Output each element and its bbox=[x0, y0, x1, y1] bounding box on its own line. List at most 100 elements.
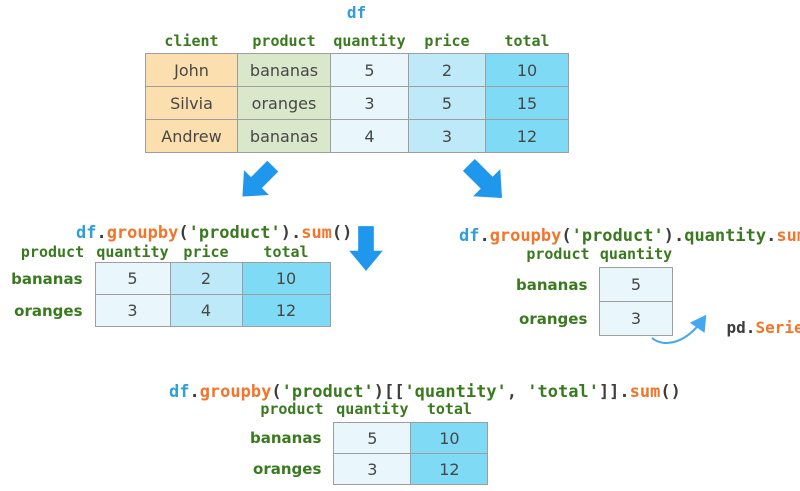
column-header-price: price bbox=[424, 31, 470, 50]
code-groupby-sum: df.groupby('product').sum() bbox=[35, 202, 352, 265]
code-token: () bbox=[331, 223, 353, 243]
code-token: sum bbox=[301, 223, 332, 243]
cell-total: 12 bbox=[241, 294, 331, 327]
code-token: groupby bbox=[106, 223, 179, 243]
cell-price: 2 bbox=[408, 53, 486, 87]
table-row: bananas 5 bbox=[516, 267, 673, 302]
cell-price: 3 bbox=[408, 119, 486, 153]
code-token: groupby bbox=[489, 226, 562, 246]
column-header-total: total bbox=[263, 242, 309, 261]
cell-quantity: 3 bbox=[94, 294, 171, 327]
df-table-title: df bbox=[346, 3, 367, 22]
table-row: bananas 5 2 10 bbox=[10, 262, 331, 295]
groupby-subset-table: product quantity total bananas 5 10 oran… bbox=[250, 395, 489, 485]
code-token: 'product' bbox=[281, 382, 374, 402]
column-header-product: product bbox=[20, 242, 85, 261]
code-token: ). bbox=[663, 226, 685, 246]
table-row: oranges 3 12 bbox=[250, 453, 489, 485]
column-header-product: product bbox=[526, 245, 590, 264]
table-row: John bananas 5 2 10 bbox=[145, 53, 569, 87]
column-header-product: product bbox=[260, 399, 324, 418]
cell-client: John bbox=[145, 53, 238, 87]
row-label: bananas bbox=[516, 275, 588, 294]
header-row: client product quantity price total bbox=[146, 28, 569, 54]
cell-total: 12 bbox=[410, 453, 489, 485]
cell-total: 10 bbox=[410, 422, 489, 454]
cell-quantity: 5 bbox=[94, 262, 171, 295]
arrow-down-icon bbox=[349, 226, 383, 271]
column-header-quantity: quantity bbox=[336, 399, 409, 418]
code-token: () bbox=[660, 382, 681, 402]
table-row: bananas 5 10 bbox=[250, 422, 489, 454]
header-row: product quantity price total bbox=[10, 241, 330, 263]
groupby-quantity-table: product quantity bananas 5 oranges 3 bbox=[516, 241, 673, 336]
cell-product: oranges bbox=[237, 86, 331, 120]
code-token: 'product' bbox=[188, 223, 281, 243]
cell-quantity: 3 bbox=[330, 86, 409, 120]
code-token: df bbox=[458, 226, 480, 246]
code-token: sum bbox=[776, 226, 800, 246]
code-token: ( bbox=[561, 226, 572, 246]
code-token: 'total' bbox=[527, 382, 599, 402]
table-row: Andrew bananas 4 3 12 bbox=[145, 119, 569, 153]
code-token: 'product' bbox=[571, 226, 664, 246]
column-header-quantity: quantity bbox=[599, 245, 673, 263]
column-header-total: total bbox=[504, 31, 550, 50]
row-label: bananas bbox=[11, 269, 83, 288]
code-token: . bbox=[96, 223, 107, 243]
header-row: product quantity bbox=[516, 241, 672, 268]
cell-total: 15 bbox=[485, 86, 569, 120]
code-token: quantity bbox=[684, 226, 767, 246]
curved-arrow-icon bbox=[651, 314, 707, 345]
row-label: oranges bbox=[253, 460, 322, 478]
code-token: ( bbox=[271, 382, 282, 402]
cell-price: 4 bbox=[169, 294, 243, 327]
df-table: client product quantity price total John… bbox=[145, 28, 569, 153]
cell-client: Andrew bbox=[145, 119, 238, 153]
code-token: df bbox=[168, 382, 190, 402]
cell-quantity: 5 bbox=[599, 267, 673, 302]
column-header-price: price bbox=[183, 242, 229, 261]
code-token: groupby bbox=[199, 382, 272, 402]
code-token: . bbox=[766, 226, 777, 246]
cell-total: 10 bbox=[485, 53, 569, 87]
cell-quantity: 5 bbox=[330, 53, 409, 87]
code-token: 'quantity' bbox=[404, 382, 507, 402]
table-row: oranges 3 bbox=[516, 301, 673, 336]
cell-total: 10 bbox=[241, 262, 331, 295]
code-token: . bbox=[479, 226, 490, 246]
table-row: oranges 3 4 12 bbox=[10, 294, 331, 327]
cell-quantity: 3 bbox=[333, 453, 412, 485]
cell-client: Silvia bbox=[145, 86, 238, 120]
cell-price: 5 bbox=[408, 86, 486, 120]
row-label: bananas bbox=[250, 429, 322, 447]
column-header-total: total bbox=[426, 399, 472, 418]
code-token: ). bbox=[280, 223, 302, 243]
code-pd-series: pd.Series() bbox=[688, 296, 800, 359]
cell-quantity: 4 bbox=[330, 119, 409, 153]
code-token: sum bbox=[629, 382, 661, 402]
column-header-quantity: quantity bbox=[333, 31, 406, 50]
table-row: Silvia oranges 3 5 15 bbox=[145, 86, 569, 120]
row-label: oranges bbox=[14, 301, 83, 320]
code-token: df bbox=[75, 223, 97, 243]
column-header-quantity: quantity bbox=[96, 242, 169, 261]
code-token: . bbox=[189, 382, 200, 402]
code-token: )[[ bbox=[373, 382, 405, 402]
cell-quantity: 3 bbox=[599, 301, 673, 336]
groupby-sum-table: product quantity price total bananas 5 2… bbox=[10, 241, 331, 327]
code-groupby-quantity-sum: df.groupby('product').quantity.sum() bbox=[418, 205, 800, 268]
column-header-product: product bbox=[252, 31, 316, 50]
code-token: pd. bbox=[726, 318, 756, 337]
cell-quantity: 5 bbox=[333, 422, 412, 454]
cell-total: 12 bbox=[485, 119, 569, 153]
cell-price: 2 bbox=[169, 262, 243, 295]
code-token: , bbox=[506, 382, 528, 402]
code-token: Series bbox=[755, 318, 800, 337]
code-token: ]]. bbox=[598, 382, 630, 402]
column-header-client: client bbox=[164, 31, 219, 50]
cell-product: bananas bbox=[237, 119, 331, 153]
arrow-down-right-icon bbox=[462, 158, 502, 198]
row-label: oranges bbox=[519, 309, 588, 328]
